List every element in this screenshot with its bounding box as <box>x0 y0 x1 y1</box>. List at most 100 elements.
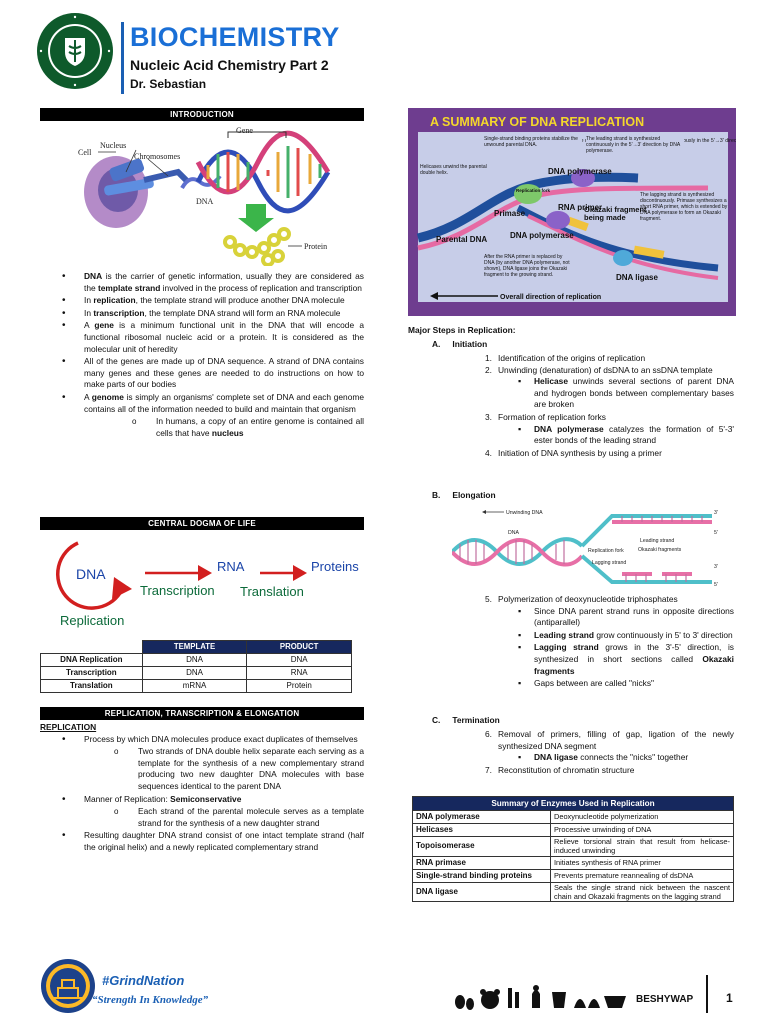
list-item: DNA polymerase catalyzes the formation o… <box>516 423 734 447</box>
central-dogma-diagram: DNA RNA Proteins Transcription Translati… <box>55 541 359 628</box>
list-item: A gene is a minimum functional unit in t… <box>60 320 364 355</box>
dogma-translation: Translation <box>240 584 304 599</box>
label-okazaki-fragment: Okazaki fragment being made <box>584 206 647 223</box>
fig-label-nucleus: Nucleus <box>100 141 126 150</box>
list-item: Two strands of DNA double helix separate… <box>114 746 364 792</box>
table-row: Translation mRNA Protein <box>40 679 352 693</box>
list-item: A genome is simply an organisms' complet… <box>60 392 364 439</box>
label-overall-direction: Overall direction of replication <box>500 294 601 301</box>
section-central-dogma: CENTRAL DOGMA OF LIFE <box>40 517 364 530</box>
elong-label-lagging: Lagging strand <box>592 560 626 566</box>
initiation-steps: 1.Identification of the origins of repli… <box>472 353 734 459</box>
page-author: Dr. Sebastian <box>130 77 207 91</box>
section-introduction: INTRODUCTION <box>40 108 364 121</box>
label-primase: Primase <box>494 209 526 218</box>
list-item: Resulting daughter DNA strand consist of… <box>60 830 364 853</box>
label-dna-polymerase: DNA polymerase <box>548 167 612 176</box>
header-divider <box>121 22 124 94</box>
label-parental-dna: Parental DNA <box>436 235 487 244</box>
summary-note-5: After the RNA primer is replaced by DNA … <box>484 254 570 278</box>
elong-label-unwinding: Unwinding DNA <box>506 510 543 516</box>
fig-label-gene: Gene <box>236 126 253 135</box>
elong-label-3-top: 3' <box>714 510 718 516</box>
step-group-termination: C.Termination <box>432 715 500 725</box>
list-item: Lagging strand grows in the 3'-5' direct… <box>516 641 734 677</box>
dogma-table: TEMPLATE PRODUCT DNA Replication DNA DNA… <box>40 640 352 693</box>
step-5: 5.Polymerization of deoxynucleotide trip… <box>485 594 678 604</box>
label-replication-fork: Replication fork <box>516 188 551 193</box>
page-number: 1 <box>726 991 733 1005</box>
list-item: In replication, the template strand will… <box>60 295 364 307</box>
enzyme-table-title: Summary of Enzymes Used in Replication <box>412 796 734 811</box>
elong-label-leading: Leading strand <box>640 538 674 544</box>
replication-heading: REPLICATION <box>40 722 97 732</box>
list-item: Helicase unwinds several sections of par… <box>516 375 734 411</box>
summary-figure-title: A SUMMARY OF DNA REPLICATION <box>430 115 644 129</box>
list-item: Each strand of the parental molecule ser… <box>114 806 364 829</box>
list-item: In humans, a copy of an entire genome is… <box>132 416 364 439</box>
elong-label-5-top: 5' <box>714 530 718 536</box>
step-4: 4.Initiation of DNA synthesis by using a… <box>485 447 662 458</box>
gene-to-protein-figure: Gene Nucleus Cell Chromosomes DNA Protei… <box>78 126 331 266</box>
step-3: 3.Formation of replication forks <box>485 411 606 422</box>
fig-label-cell: Cell <box>78 148 92 157</box>
footer-hashtag: #GrindNation <box>102 973 185 988</box>
list-item: Leading strand grow continuously in 5' t… <box>516 629 734 642</box>
page-title: BIOCHEMISTRY <box>130 22 340 52</box>
dogma-proteins: Proteins <box>311 559 359 574</box>
major-steps-heading: Major Steps in Replication: <box>408 325 516 335</box>
col-header-template: TEMPLATE <box>141 640 248 654</box>
label-dna-ligase: DNA ligase <box>616 273 658 282</box>
list-item: Manner of Replication: Semiconservative … <box>60 794 364 830</box>
list-item: In transcription, the template DNA stran… <box>60 308 364 320</box>
list-item: DNA ligase connects the "nicks" together <box>516 751 734 764</box>
fig-label-dna: DNA <box>196 197 214 206</box>
footer-brand: BESHYWAP <box>636 994 694 1005</box>
list-item: Since DNA parent strand runs in opposite… <box>516 605 734 629</box>
step-group-initiation: A.Initiation <box>432 339 488 349</box>
summary-note-1: Helicases unwind the parental double hel… <box>420 164 487 176</box>
termination-steps: 6.Removal of primers, filling of gap, li… <box>472 729 734 776</box>
footer-divider <box>706 975 708 1013</box>
replication-section-body: REPLICATION Process by which DNA molecul… <box>40 722 364 855</box>
summary-note-3b: The leading strand is synthesized contin… <box>586 136 684 154</box>
dogma-replication: Replication <box>60 613 124 628</box>
fig-label-chromosomes: Chromosomes <box>134 152 180 161</box>
university-seal-logo <box>37 13 113 89</box>
step-1: 1.Identification of the origins of repli… <box>485 353 646 363</box>
summary-note-4: The lagging strand is synthesized discon… <box>640 192 728 222</box>
dogma-dna: DNA <box>76 566 106 582</box>
section-replication: REPLICATION, TRANSCRIPTION & ELONGATION <box>40 707 364 720</box>
label-rna-primer: RNA primer <box>558 203 602 212</box>
dogma-rna: RNA <box>217 559 245 574</box>
list-item: DNA is the carrier of genetic informatio… <box>60 271 364 294</box>
fig-label-protein: Protein <box>304 242 327 251</box>
table-row: DNA Replication DNA DNA <box>40 653 352 667</box>
elongation-figure: Unwinding DNA DNA Leading strand Okazaki… <box>452 510 718 588</box>
intro-bullet-list: DNA is the carrier of genetic informatio… <box>60 271 364 440</box>
footer-tagline: “Strength In Knowledge” <box>92 994 209 1006</box>
basketball-team-logo <box>41 959 95 1013</box>
step-group-elongation: B.Elongation <box>432 490 496 500</box>
elong-label-5-bottom: 5' <box>714 582 718 588</box>
page-subtitle: Nucleic Acid Chemistry Part 2 <box>130 57 329 73</box>
elong-label-okazaki: Okazaki fragments <box>638 547 682 553</box>
list-item: Gaps between are called "nicks" <box>516 677 734 690</box>
elong-label-dna: DNA <box>508 530 519 536</box>
step-7: 7.Reconstitution of chromatin structure <box>485 764 635 775</box>
elongation-steps: 5.Polymerization of deoxynucleotide trip… <box>472 594 734 691</box>
col-header-product: PRODUCT <box>246 640 352 654</box>
list-item: All of the genes are made up of DNA sequ… <box>60 356 364 391</box>
summary-note-2b: Single-strand binding proteins stabilize… <box>484 136 582 148</box>
dna-replication-summary-figure: A SUMMARY OF DNA REPLICATION Single-stra… <box>408 108 736 316</box>
label-dna-polymerase-2: DNA polymerase <box>510 231 574 240</box>
elong-label-3-bottom: 3' <box>714 564 718 570</box>
table-row: Transcription DNA RNA <box>40 666 352 680</box>
list-item: Process by which DNA molecules produce e… <box>60 734 364 793</box>
